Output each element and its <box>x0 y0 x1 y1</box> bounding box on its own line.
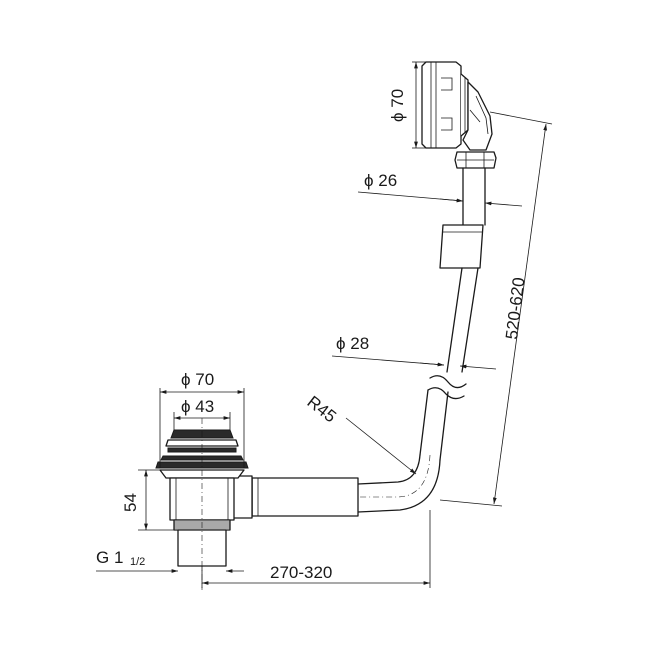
label-length-range: 270-320 <box>270 563 332 582</box>
dim-height-range: 520-620 <box>439 111 553 507</box>
dim-waste-outer-diameter: ϕ 70 <box>159 370 245 468</box>
dim-bend-radius: R45 <box>304 392 417 475</box>
dim-overflow-diameter: ϕ 70 <box>388 61 426 149</box>
label-overflow-tube-diameter: ϕ 26 <box>364 171 397 190</box>
dim-waste-inner-diameter: ϕ 43 <box>173 397 231 430</box>
label-thread-main: G 1 <box>96 548 123 567</box>
waste-plug <box>155 418 249 590</box>
overflow-tube <box>419 167 486 461</box>
label-lower-tube-diameter: ϕ 28 <box>336 334 369 353</box>
horizontal-tube <box>214 475 359 519</box>
dim-length-range: 270-320 <box>201 510 431 588</box>
overflow-head <box>421 61 497 169</box>
dim-thread: G 1 1/2 <box>96 548 244 573</box>
label-overflow-diameter: ϕ 70 <box>388 89 407 122</box>
dim-lower-tube-diameter: ϕ 28 <box>331 334 497 370</box>
label-height-range: 520-620 <box>502 276 528 340</box>
dim-waste-height: 54 <box>121 469 174 531</box>
dim-overflow-tube-diameter: ϕ 26 <box>357 171 523 207</box>
label-bend-radius: R45 <box>304 392 340 426</box>
label-waste-height: 54 <box>121 493 140 512</box>
label-waste-outer-diameter: ϕ 70 <box>181 370 214 389</box>
label-thread-fraction: 1/2 <box>130 556 145 568</box>
label-waste-inner-diameter: ϕ 43 <box>181 397 214 416</box>
tube-bend <box>215 454 441 513</box>
